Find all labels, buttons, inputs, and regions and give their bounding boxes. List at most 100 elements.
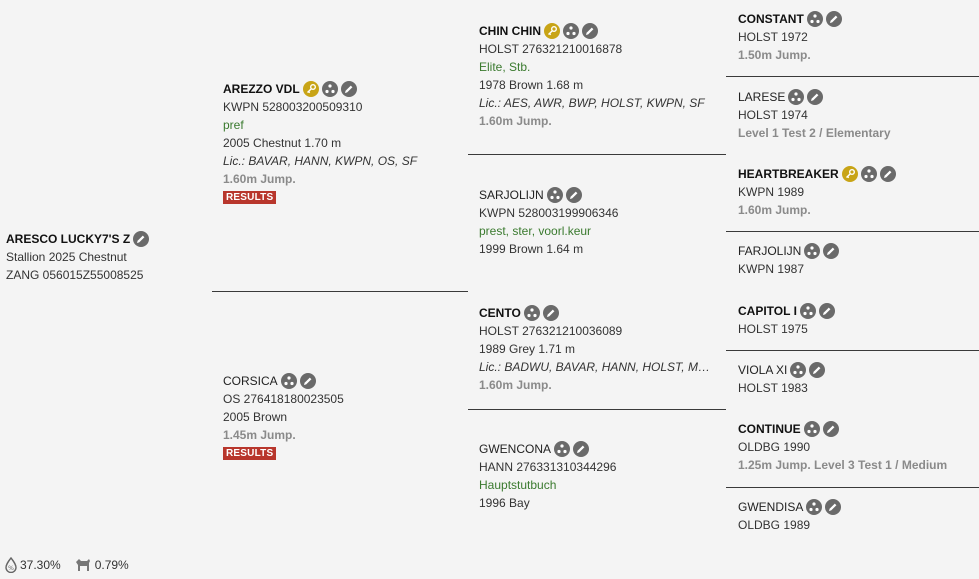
- pencil-icon[interactable]: [809, 362, 826, 378]
- sire-predicate: pref: [223, 118, 244, 132]
- subject-name[interactable]: ARESCO LUCKY7'S Z: [6, 232, 131, 246]
- great-grandparent-registration: KWPN 1989: [738, 185, 805, 199]
- great-grandparent-name[interactable]: VIOLA XI: [738, 363, 788, 377]
- grandparent-registration: HOLST 276321210016878: [479, 42, 623, 56]
- great-grandparent-cell: FARJOLIJN KWPN 1987: [738, 242, 979, 282]
- grandparent-registration: KWPN 528003199906346: [479, 206, 619, 220]
- pedigree-tree-icon[interactable]: [788, 89, 805, 105]
- pedigree-tree-icon[interactable]: [806, 11, 823, 27]
- pedigree-tree-icon[interactable]: [554, 441, 570, 457]
- key-icon[interactable]: [302, 81, 319, 97]
- pencil-icon[interactable]: [807, 89, 824, 105]
- grandparent-predicate: prest, ster, voorl.keur: [479, 224, 592, 238]
- pedigree-tree-icon[interactable]: [546, 187, 563, 203]
- subject-line: Stallion 2025 Chestnut: [6, 250, 127, 264]
- sire-name[interactable]: AREZZO VDL: [223, 82, 300, 96]
- pedigree-tree-icon[interactable]: [804, 243, 821, 259]
- great-grandparent-name[interactable]: GWENDISA: [738, 500, 804, 514]
- pencil-icon[interactable]: [818, 303, 835, 319]
- grandparent-info: 1996 Bay: [479, 496, 530, 510]
- great-grandparent-name-row: GWENDISA: [738, 498, 979, 516]
- grandparent-name-row: CHIN CHIN: [479, 22, 719, 40]
- pencil-icon[interactable]: [573, 441, 589, 457]
- grandparents-column: CHIN CHIN HOLST 276321210016878 Elite, S…: [479, 0, 719, 579]
- pencil-icon[interactable]: [879, 166, 896, 182]
- pencil-icon[interactable]: [582, 23, 598, 39]
- pedigree-tree-icon[interactable]: [280, 373, 297, 389]
- grandparent-registration: HOLST 276321210036089: [479, 324, 623, 338]
- parents-column: AREZZO VDL KWPN 528003200509310 pref 200…: [223, 0, 463, 579]
- dam-sport: 1.45m Jump.: [223, 428, 296, 442]
- key-icon[interactable]: [544, 23, 560, 39]
- subject-line: ZANG 056015Z55008525: [6, 268, 144, 282]
- pencil-icon[interactable]: [299, 373, 316, 389]
- sire-registration: KWPN 528003200509310: [223, 100, 363, 114]
- great-grandparent-name[interactable]: CONSTANT: [738, 12, 804, 26]
- relation-value: 0.79%: [94, 558, 129, 572]
- pedigree-tree-icon[interactable]: [790, 362, 807, 378]
- pedigree-tree-icon[interactable]: [860, 166, 877, 182]
- great-grandparent-name[interactable]: FARJOLIJN: [738, 244, 802, 258]
- sire-licenses: Lic.: BAVAR, HANN, KWPN, OS, SF: [223, 154, 418, 168]
- grandparent-name[interactable]: GWENCONA: [479, 442, 551, 456]
- pedigree-tree-icon[interactable]: [523, 305, 540, 321]
- pencil-icon[interactable]: [565, 187, 582, 203]
- great-grandparent-name[interactable]: LARESE: [738, 90, 786, 104]
- grandparent-name[interactable]: CENTO: [479, 306, 521, 320]
- pencil-icon[interactable]: [825, 499, 842, 515]
- sire-results-button[interactable]: RESULTS: [223, 191, 277, 204]
- dam-registration: OS 276418180023505: [223, 392, 344, 406]
- divider: [726, 76, 979, 77]
- grandparent-name-row: SARJOLIJN: [479, 186, 719, 204]
- divider: [726, 350, 979, 351]
- great-grandparent-registration: HOLST 1974: [738, 108, 808, 122]
- grandparent-cell: CENTO HOLST 276321210036089 1989 Grey 1.…: [479, 304, 719, 400]
- grandparent-info: 1989 Grey 1.71 m: [479, 342, 576, 356]
- great-grandparent-registration: KWPN 1987: [738, 262, 805, 276]
- pencil-icon[interactable]: [340, 81, 357, 97]
- pedigree-tree-icon[interactable]: [799, 303, 816, 319]
- pedigree-tree-icon[interactable]: [563, 23, 579, 39]
- great-grandparent-cell: LARESE HOLST 1974 Level 1 Test 2 / Eleme…: [738, 88, 979, 144]
- grandparent-licenses: Lic.: BADWU, BAVAR, HANN, HOLST, MIPAA..…: [479, 360, 711, 374]
- grandparent-name-row: GWENCONA: [479, 440, 719, 458]
- grandparent-registration: HANN 276331310344296: [479, 460, 617, 474]
- grandparent-name-row: CENTO: [479, 304, 719, 322]
- great-grandparent-name[interactable]: HEARTBREAKER: [738, 167, 839, 181]
- grandparent-licenses: Lic.: AES, AWR, BWP, HOLST, KWPN, SF: [479, 96, 705, 110]
- great-grandparent-sport: 1.50m Jump.: [738, 48, 811, 62]
- divider: [468, 154, 726, 155]
- great-grandparent-cell: CONTINUE OLDBG 1990 1.25m Jump. Level 3 …: [738, 420, 979, 476]
- great-grandparent-registration: HOLST 1972: [738, 30, 808, 44]
- great-grandparent-name-row: VIOLA XI: [738, 361, 979, 379]
- pencil-icon[interactable]: [542, 305, 559, 321]
- inbreeding-value: 37.30%: [20, 558, 61, 572]
- dam-results-button[interactable]: RESULTS: [223, 447, 277, 460]
- subject-name-row: ARESCO LUCKY7'S Z: [6, 230, 206, 248]
- great-grandparents-column: CONSTANT HOLST 1972 1.50m Jump. LARESE H…: [738, 0, 979, 579]
- dam-info: 2005 Brown: [223, 410, 288, 424]
- divider: [468, 409, 726, 410]
- great-grandparent-sport: 1.60m Jump.: [738, 203, 811, 217]
- great-grandparent-name[interactable]: CAPITOL I: [738, 304, 797, 318]
- pedigree-tree-icon[interactable]: [321, 81, 338, 97]
- dam-name[interactable]: CORSICA: [223, 374, 278, 388]
- pedigree-tree-icon[interactable]: [806, 499, 823, 515]
- great-grandparent-name[interactable]: CONTINUE: [738, 422, 801, 436]
- pencil-icon[interactable]: [825, 11, 842, 27]
- grandparent-sport: 1.60m Jump.: [479, 114, 552, 128]
- great-grandparent-name-row: FARJOLIJN: [738, 242, 979, 260]
- grandparent-cell: CHIN CHIN HOLST 276321210016878 Elite, S…: [479, 22, 719, 132]
- pedigree-tree-icon[interactable]: [803, 421, 820, 437]
- key-icon[interactable]: [841, 166, 858, 182]
- grandparent-name[interactable]: SARJOLIJN: [479, 188, 544, 202]
- grandparent-name[interactable]: CHIN CHIN: [479, 24, 541, 38]
- great-grandparent-sport: Level 1 Test 2 / Elementary: [738, 126, 891, 140]
- grandparent-info: 1978 Brown 1.68 m: [479, 78, 584, 92]
- horse-icon: [73, 557, 93, 573]
- drop-percent-icon: %: [4, 557, 18, 573]
- pencil-icon[interactable]: [822, 421, 839, 437]
- pencil-icon[interactable]: [133, 231, 150, 247]
- pencil-icon[interactable]: [823, 243, 840, 259]
- sire-cell: AREZZO VDL KWPN 528003200509310 pref 200…: [223, 80, 463, 210]
